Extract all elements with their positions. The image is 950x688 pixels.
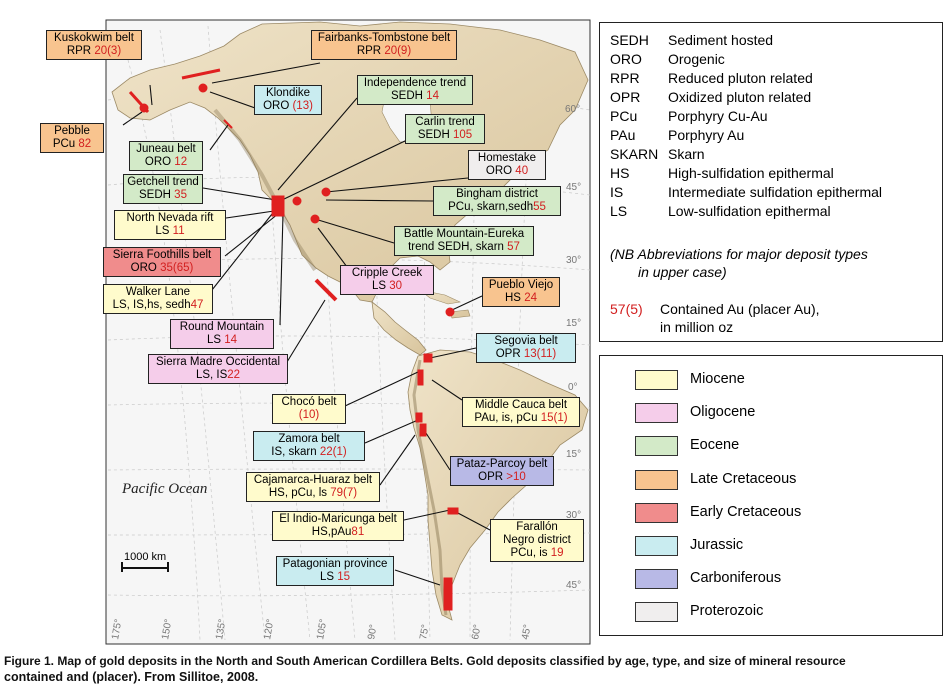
marker-homestake (321, 187, 331, 197)
marker-pueblo-viejo (445, 307, 455, 317)
deposit-markers (128, 68, 459, 611)
svg-text:90°: 90° (366, 624, 379, 641)
marker-juneau (223, 119, 233, 129)
marker-pataz (419, 423, 427, 437)
marker-bingham (292, 196, 302, 206)
marker-nevada-cluster (271, 195, 285, 217)
marker-fairbanks (181, 68, 221, 80)
marker-klondike (198, 83, 208, 93)
scale-bar (121, 562, 169, 572)
ocean-label: Pacific Ocean (121, 481, 207, 497)
svg-text:15°: 15° (566, 318, 581, 329)
abbreviation-note: (NB Abbreviations for major deposit type… (610, 246, 868, 280)
svg-text:60°: 60° (565, 104, 580, 115)
marker-battle (310, 214, 320, 224)
longitude-labels: 175° 150° 135° 120° 105° 90° 75° 60° 45° (110, 618, 533, 640)
andes-ridge (412, 359, 448, 616)
latitude-labels: 60° 45° 30° 15° 0° 15° 30° 45° (565, 104, 581, 591)
marker-pebble (139, 103, 149, 113)
age-legend: Miocene Oligocene Eocene Late Cretaceous… (599, 355, 943, 636)
marker-sierra-madre (314, 278, 338, 302)
marker-zamora (415, 412, 423, 423)
central-america-landmass (371, 301, 427, 356)
figure-caption: Figure 1. Map of gold deposits in the No… (4, 654, 846, 684)
scale-label: 1000 km (124, 551, 166, 563)
svg-text:75°: 75° (418, 624, 431, 641)
marker-segovia (423, 353, 433, 363)
marker-el-indio (447, 507, 459, 515)
svg-text:30°: 30° (566, 255, 581, 266)
rockies-ridge (213, 108, 317, 272)
svg-text:45°: 45° (566, 182, 581, 193)
svg-text:60°: 60° (470, 624, 483, 641)
svg-text:120°: 120° (262, 618, 276, 640)
marker-patagonian (443, 577, 453, 611)
svg-text:135°: 135° (214, 618, 228, 640)
svg-text:0°: 0° (568, 382, 578, 393)
svg-text:45°: 45° (520, 624, 533, 641)
marker-middle-cauca (417, 369, 424, 386)
svg-text:175°: 175° (110, 618, 124, 640)
svg-text:45°: 45° (566, 580, 581, 591)
svg-text:105°: 105° (315, 618, 329, 640)
svg-text:15°: 15° (566, 449, 581, 460)
svg-text:30°: 30° (566, 510, 581, 521)
svg-text:150°: 150° (160, 618, 174, 640)
contained-au-key: 57(5)Contained Au (placer Au), in millio… (610, 301, 820, 335)
label-choco: Chocó belt(10) (272, 394, 346, 424)
